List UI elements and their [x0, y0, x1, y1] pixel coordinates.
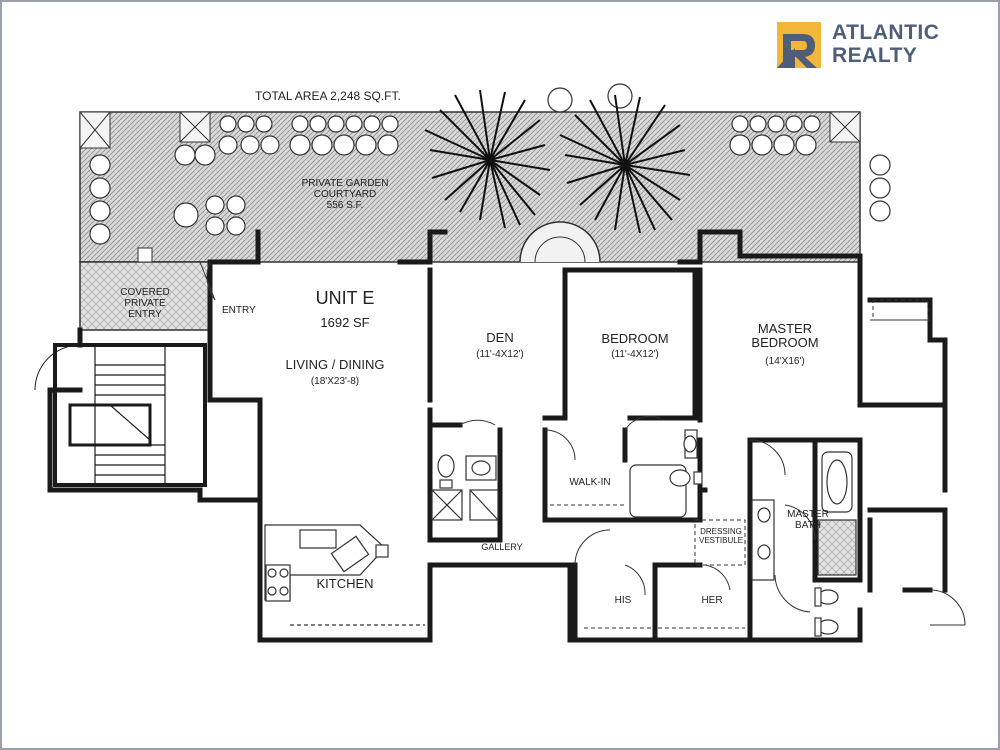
master-line2: BEDROOM — [751, 335, 819, 351]
master-line1: MASTER — [757, 321, 813, 336]
covered-line1: COVERED — [120, 287, 170, 298]
unit-name: UNIT E — [315, 288, 375, 308]
entry-label: ENTRY — [222, 305, 256, 316]
garden-label-line2: COURTYARD — [313, 189, 377, 200]
door-swings — [199, 261, 966, 626]
gallery-label: GALLERY — [481, 542, 523, 552]
bedroom-dim: (11'-4X12') — [611, 349, 659, 360]
her-closet-label: HER — [701, 595, 723, 606]
shrubs — [89, 83, 891, 245]
brand-name: ATLANTIC REALTY — [832, 21, 939, 67]
palm-tree-left — [424, 89, 551, 229]
dressing-vestibule-outline — [694, 519, 746, 566]
master-bath-line2: BATH — [795, 520, 821, 531]
garden-area: 556 S.F. — [326, 200, 364, 211]
garden-courtyard — [79, 111, 861, 263]
master-bedroom-label: MASTER BEDROOM — [740, 321, 830, 351]
logo-mark — [777, 22, 821, 68]
brand-line2: REALTY — [832, 44, 918, 67]
covered-line2: PRIVATE — [124, 298, 166, 309]
walk-in-label: WALK-IN — [569, 477, 611, 488]
garden-label: PRIVATE GARDEN COURTYARD 556 S.F. — [290, 178, 400, 211]
covered-line3: ENTRY — [128, 309, 162, 320]
bath-fixtures — [431, 429, 857, 637]
stair — [34, 343, 207, 487]
walls — [47, 229, 948, 643]
unit-size: 1692 SF — [320, 315, 370, 330]
brand-logo: ATLANTIC REALTY — [774, 20, 974, 72]
dressing-vestibule-label: DRESSING VESTIBULE — [692, 527, 750, 546]
living-dining-dim: (18'X23'-8) — [310, 376, 360, 387]
brand-line1: ATLANTIC — [832, 21, 940, 44]
covered-entry-area — [79, 261, 211, 331]
den-dim: (11'-4X12') — [476, 349, 524, 360]
kitchen-label: KITCHEN — [316, 576, 374, 591]
den-label: DEN — [486, 330, 514, 345]
living-dining-label: LIVING / DINING — [285, 357, 385, 372]
master-bedroom-dim: (14'X16') — [765, 356, 805, 367]
kitchen-fixtures — [264, 524, 425, 626]
dressing-line1: DRESSING — [700, 527, 742, 536]
his-closet-label: HIS — [614, 595, 632, 606]
garden-label-line1: PRIVATE GARDEN — [301, 178, 389, 189]
total-area-label: TOTAL AREA 2,248 SQ.FT. — [255, 89, 401, 103]
master-bath-label: MASTER BATH — [780, 509, 836, 531]
dressing-line2: VESTIBULE — [698, 535, 743, 545]
bedroom-label: BEDROOM — [601, 331, 669, 346]
master-bath-line1: MASTER — [787, 509, 829, 520]
palm-tree-right — [559, 94, 691, 234]
covered-entry-label: COVERED PRIVATE ENTRY — [110, 287, 180, 320]
